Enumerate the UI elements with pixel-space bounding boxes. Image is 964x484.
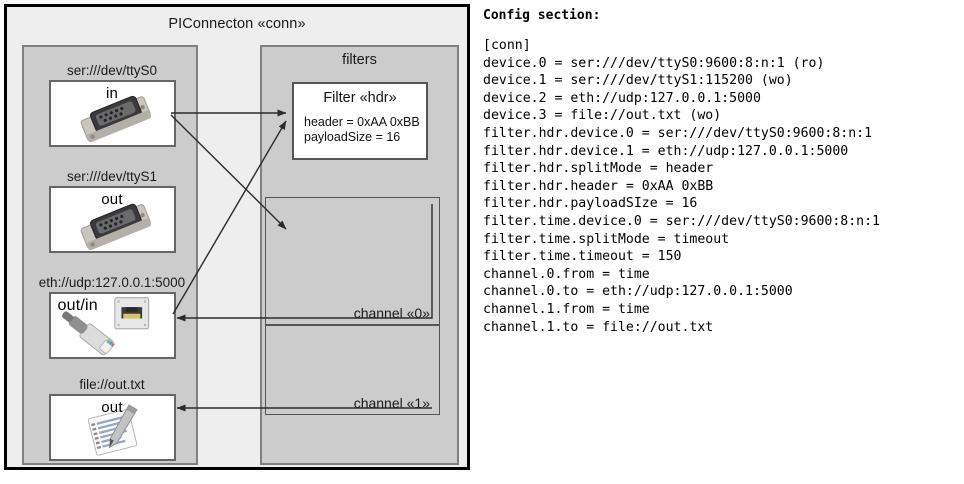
- device-group-eth[interactable]: eth://udp:127.0.0.1:5000 out/in: [24, 275, 200, 359]
- diagram-frame: PIConnecton «conn» ser:///dev/ttyS0 in: [4, 4, 470, 470]
- config-line: [conn]: [483, 38, 531, 53]
- config-line: filter.hdr.device.1 = eth://udp:127.0.0.…: [483, 143, 849, 159]
- device-label: file://out.txt: [79, 377, 145, 392]
- device-box-ttyS0[interactable]: in: [48, 80, 176, 147]
- device-box-file[interactable]: out: [48, 394, 176, 461]
- channel-label: channel «0»: [353, 305, 430, 321]
- config-line: device.3 = file://out.txt (wo): [483, 108, 722, 124]
- config-line: channel.1.to = file://out.txt: [483, 319, 714, 335]
- channel-box-0[interactable]: channel «0»: [265, 197, 440, 325]
- filter-title: Filter «hdr»: [323, 90, 397, 106]
- config-line: channel.0.from = time: [483, 266, 650, 282]
- filter-prop: header = 0xAA 0xBB: [304, 115, 420, 129]
- channel-label: channel «1»: [353, 395, 430, 411]
- device-direction-label: in: [105, 85, 119, 102]
- device-box-ttyS1[interactable]: out: [48, 186, 176, 253]
- serial-port-icon: [80, 95, 151, 143]
- device-group-file[interactable]: file://out.txt out: [24, 377, 200, 461]
- config-line: filter.hdr.header = 0xAA 0xBB: [483, 178, 714, 194]
- device-label: ser:///dev/ttyS0: [66, 63, 158, 78]
- device-label: eth://udp:127.0.0.1:5000: [38, 275, 186, 290]
- filter-properties: header = 0xAA 0xBB payloadSize = 16: [304, 115, 426, 145]
- config-line: filter.hdr.payloadSIze = 16: [483, 196, 698, 212]
- config-section: Config section: [conn] device.0 = ser:///…: [483, 8, 961, 336]
- config-heading: Config section:: [483, 8, 601, 23]
- device-group-ttyS0[interactable]: ser:///dev/ttyS0 in: [24, 63, 200, 147]
- ethernet-jack-icon: [61, 297, 149, 356]
- config-line: filter.time.splitMode = timeout: [483, 231, 730, 247]
- config-body: [conn] device.0 = ser:///dev/ttyS0:9600:8…: [483, 37, 961, 336]
- config-line: device.2 = eth://udp:127.0.0.1:5000: [483, 90, 761, 106]
- device-direction-label: out/in: [57, 297, 98, 314]
- config-line: channel.1.from = time: [483, 301, 650, 317]
- device-direction-label: out: [101, 191, 123, 208]
- filter-prop: payloadSize = 16: [304, 130, 401, 144]
- devices-panel: ser:///dev/ttyS0 in: [22, 45, 198, 465]
- device-group-ttyS1[interactable]: ser:///dev/ttyS1 out: [24, 169, 200, 253]
- config-line: channel.0.to = eth://udp:127.0.0.1:5000: [483, 284, 793, 300]
- config-line: filter.time.timeout = 150: [483, 249, 682, 265]
- device-direction-label: out: [101, 399, 123, 416]
- config-line: device.1 = ser:///dev/ttyS1:115200 (wo): [483, 73, 793, 89]
- filter-box-hdr[interactable]: Filter «hdr» header = 0xAA 0xBB payloadS…: [292, 82, 428, 160]
- config-line: filter.hdr.device.0 = ser:///dev/ttyS0:9…: [483, 125, 873, 141]
- config-line: filter.time.device.0 = ser:///dev/ttyS0:…: [483, 213, 880, 229]
- filters-panel-title: filters: [342, 52, 377, 68]
- config-line: device.0 = ser:///dev/ttyS0:9600:8:n:1 (…: [483, 55, 825, 71]
- device-label: ser:///dev/ttyS1: [66, 169, 158, 184]
- page-title: PIConnecton «conn»: [168, 16, 306, 32]
- channel-box-1[interactable]: channel «1»: [265, 325, 440, 415]
- device-box-eth[interactable]: out/in: [48, 292, 176, 359]
- config-line: filter.hdr.splitMode = header: [483, 161, 714, 177]
- serial-port-icon: [80, 203, 151, 251]
- text-document-icon: [87, 404, 138, 456]
